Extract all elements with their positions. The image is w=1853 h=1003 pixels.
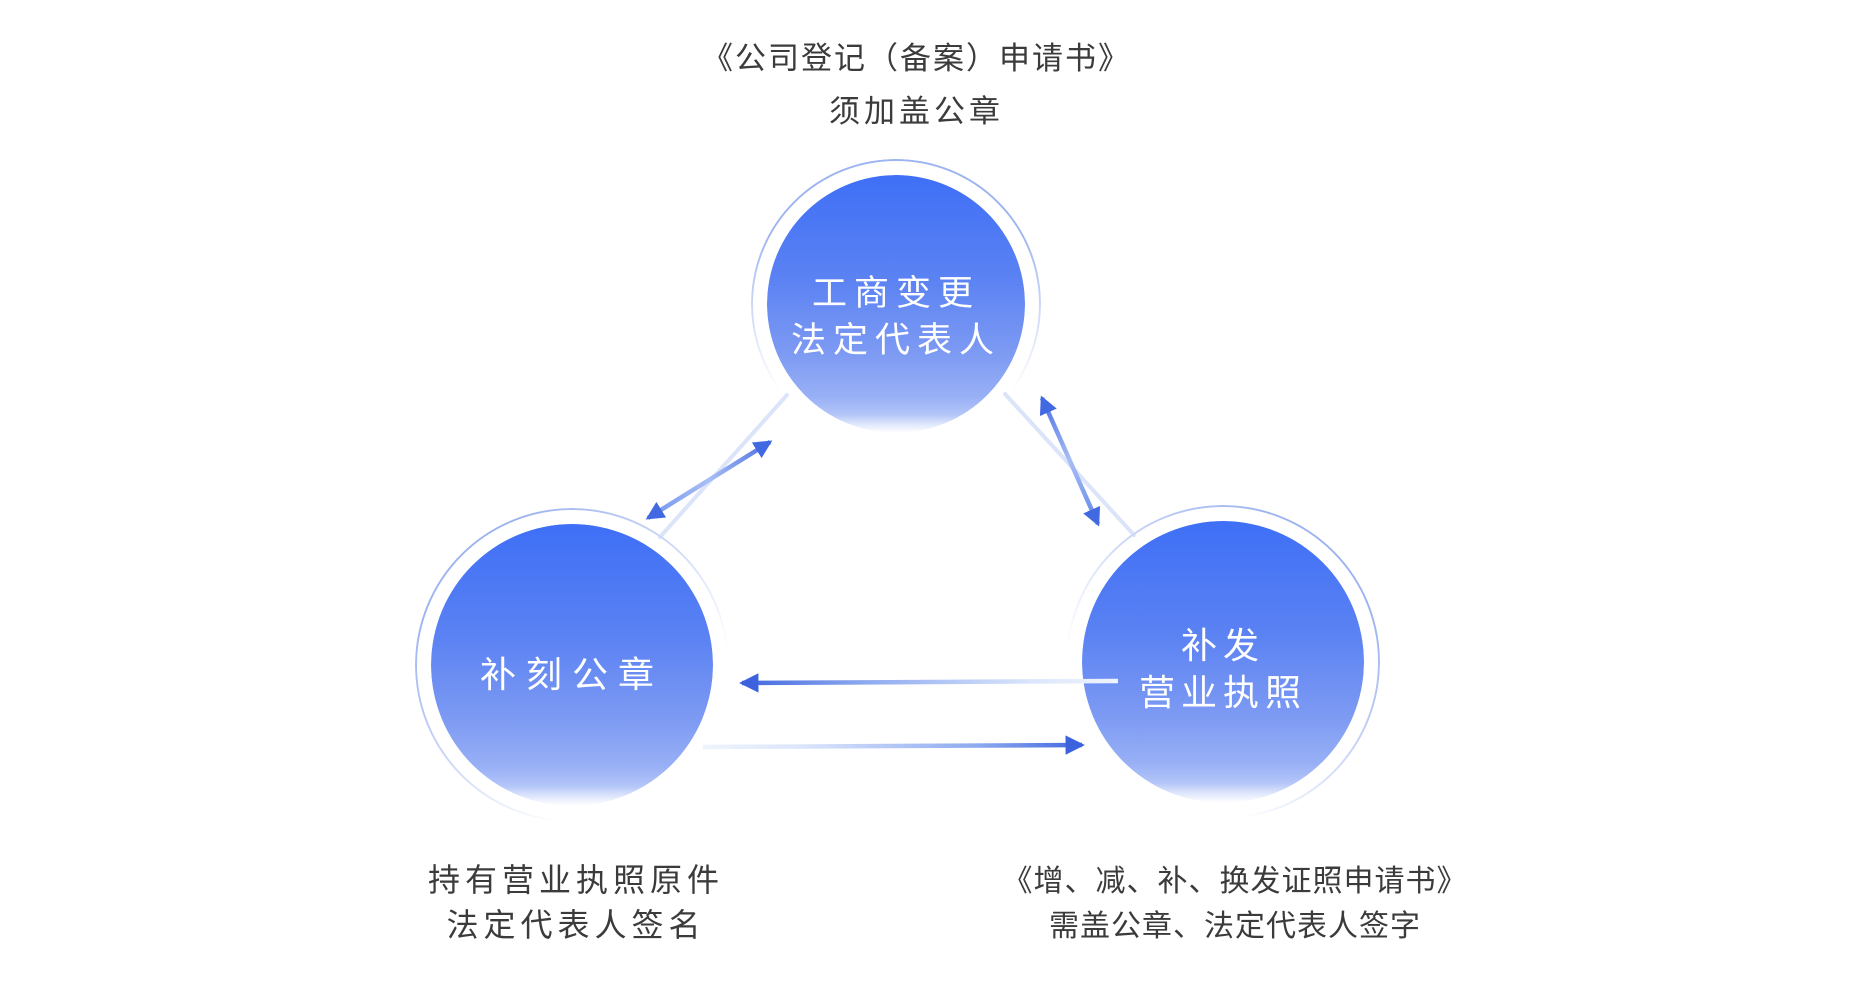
note-license-requirements: 《增、减、补、换发证照申请书》 需盖公章、法定代表人签字: [985, 859, 1485, 949]
note-line1: 持有营业执照原件: [427, 862, 724, 898]
arrow-right-to-left: [739, 673, 1119, 693]
node-reissue-license-circle: [1082, 521, 1364, 803]
node-label-line1: 补发: [1180, 626, 1265, 666]
node-reissue-license-label: 补发 营业执照: [1082, 529, 1364, 811]
note-seal-requirements: 持有营业执照原件 法定代表人签名: [376, 858, 776, 948]
node-business-change-circle: [767, 175, 1025, 433]
note-line2: 法定代表人签名: [446, 907, 706, 943]
node-label-line2: 营业执照: [1138, 673, 1307, 713]
node-business-change-label: 工商变更 法定代表人: [767, 188, 1025, 446]
node-label-line1: 补刻公章: [479, 655, 664, 695]
node-reissue-seal-circle: [431, 524, 713, 806]
node-reissue-license-ring: [1066, 505, 1380, 819]
node-business-change-ring: [751, 159, 1041, 449]
title-line2: 须加盖公章: [829, 94, 1004, 129]
node-reissue-seal-ring: [415, 508, 729, 822]
node-reissue-seal-label: 补刻公章: [431, 534, 713, 816]
node-business-change: 工商变更 法定代表人: [751, 159, 1041, 449]
arrow-left-to-right: [702, 735, 1085, 755]
node-label-line2: 法定代表人: [790, 321, 1001, 360]
title-line1: 《公司登记（备案）申请书》: [702, 41, 1131, 76]
arrow-top-left-double: [645, 440, 773, 520]
node-reissue-license: 补发 营业执照: [1066, 505, 1380, 819]
note-line2: 需盖公章、法定代表人签字: [1049, 910, 1421, 943]
node-label-line1: 工商变更: [811, 274, 980, 313]
node-reissue-seal: 补刻公章: [415, 508, 729, 822]
note-line1: 《增、减、补、换发证照申请书》: [1002, 865, 1468, 898]
arrow-top-right-double: [1039, 395, 1101, 527]
